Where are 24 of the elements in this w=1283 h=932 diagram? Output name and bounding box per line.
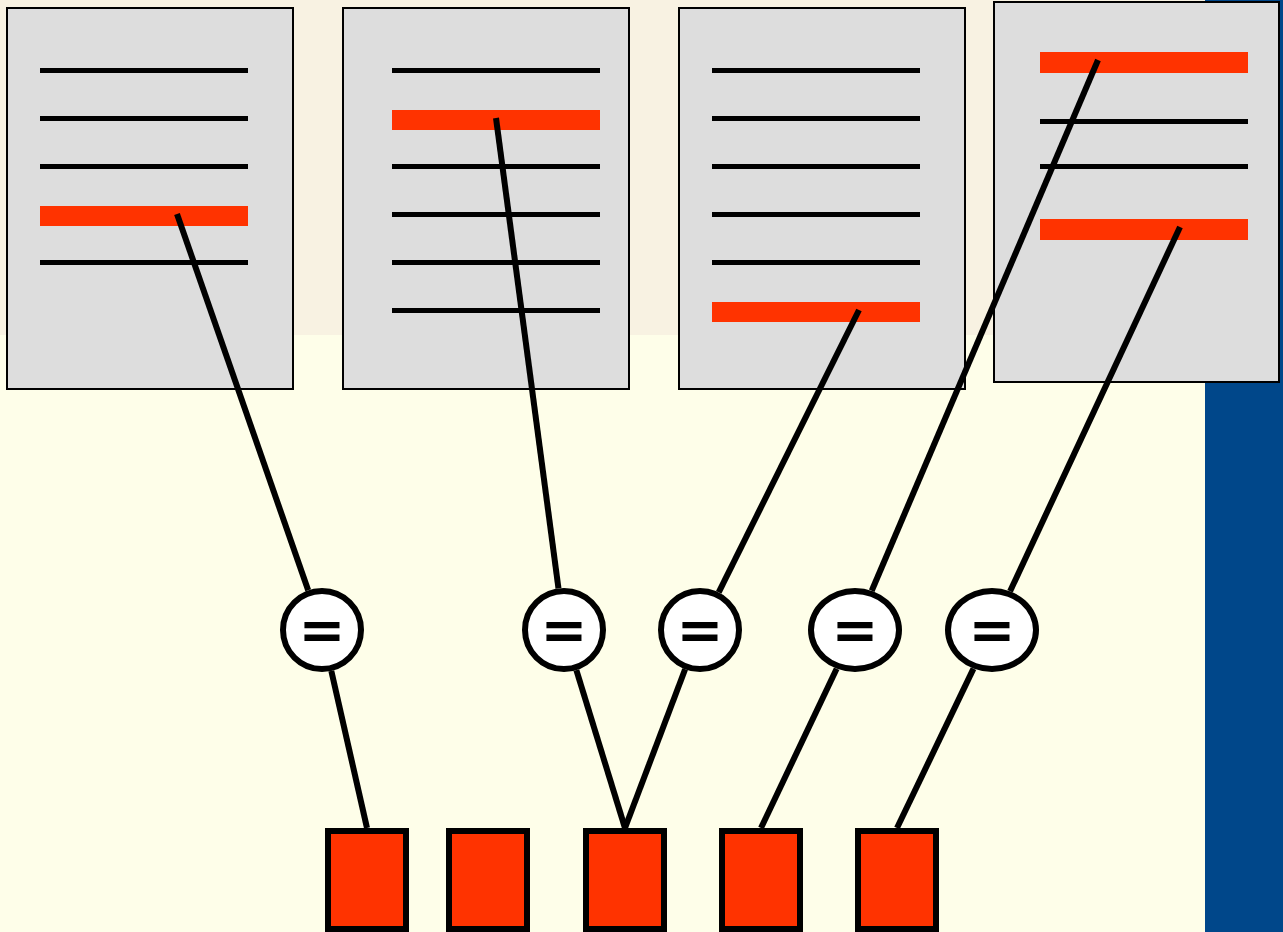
highlight-bar bbox=[712, 302, 920, 322]
document-page bbox=[993, 1, 1280, 383]
result-square bbox=[446, 828, 530, 932]
connector-line bbox=[868, 58, 1101, 592]
result-square bbox=[855, 828, 939, 932]
result-square bbox=[719, 828, 803, 932]
connector-line bbox=[328, 670, 370, 829]
result-square bbox=[583, 828, 667, 932]
document-page bbox=[342, 7, 630, 390]
connector-line bbox=[716, 308, 862, 594]
result-square bbox=[325, 828, 409, 932]
connector-line bbox=[493, 117, 562, 589]
connector-line bbox=[622, 668, 688, 830]
document-page bbox=[678, 7, 966, 390]
highlight-bar bbox=[40, 206, 248, 226]
connector-line bbox=[573, 669, 628, 829]
connector-line bbox=[758, 667, 840, 830]
highlight-bar bbox=[1040, 219, 1248, 240]
connector-line bbox=[1007, 225, 1183, 593]
highlight-bar bbox=[392, 110, 600, 130]
connector-line bbox=[174, 213, 311, 592]
highlight-bar bbox=[1040, 52, 1248, 73]
connector-line bbox=[894, 667, 977, 830]
document-page bbox=[6, 7, 294, 390]
